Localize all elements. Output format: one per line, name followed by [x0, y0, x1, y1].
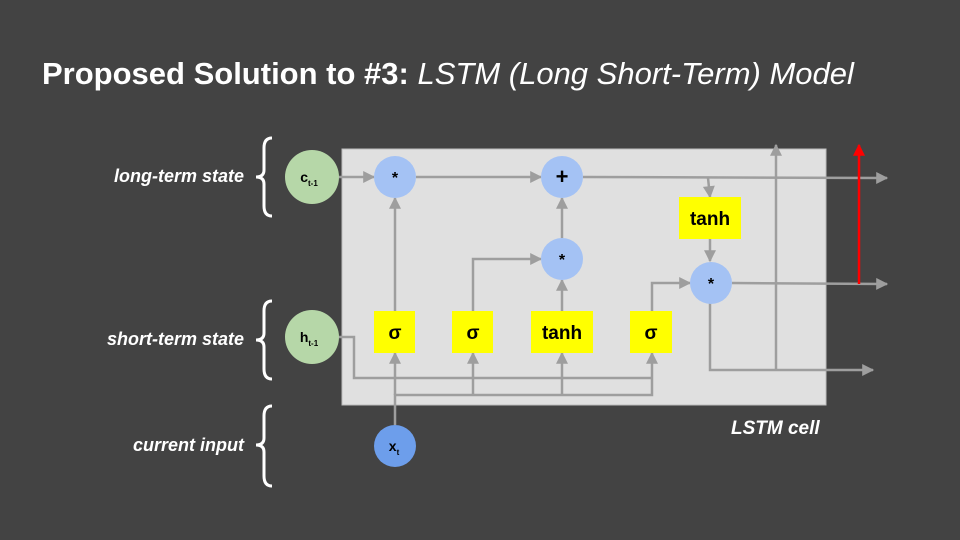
braces: [255, 136, 273, 488]
svg-text:σ: σ: [645, 323, 658, 344]
lstm-cell-label: LSTM cell: [731, 418, 820, 439]
add-node: +: [541, 156, 583, 198]
title-bold: Proposed Solution to #3:: [42, 56, 409, 91]
lstm-cell-box: [341, 148, 827, 406]
output-gate: σ: [630, 311, 672, 353]
svg-text:ct-1: ct-1: [300, 169, 318, 188]
long-term-state-label: long-term state: [113, 166, 244, 186]
current-input-label: current input: [133, 435, 244, 455]
forget-multiply-node: *: [374, 156, 416, 198]
brace-long-term: [255, 136, 273, 218]
svg-text:σ: σ: [467, 323, 480, 344]
svg-text:tanh: tanh: [542, 323, 582, 344]
cell-tanh: tanh: [679, 197, 741, 239]
connections: [339, 143, 889, 425]
svg-text:+: +: [556, 164, 569, 189]
svg-text:*: *: [708, 276, 715, 293]
svg-text:*: *: [392, 170, 399, 187]
candidate-tanh: tanh: [531, 311, 593, 353]
svg-text:tanh: tanh: [690, 209, 730, 230]
h-prev-node: ht-1: [285, 310, 339, 364]
x-input-node: xt: [374, 425, 416, 467]
input-gate: σ: [452, 311, 493, 353]
c-prev-node: ct-1: [285, 150, 339, 204]
svg-text:ht-1: ht-1: [300, 329, 319, 348]
input-multiply-node: *: [541, 238, 583, 280]
svg-text:σ: σ: [389, 323, 402, 344]
brace-short-term: [255, 299, 273, 381]
slide-title: Proposed Solution to #3: LSTM (Long Shor…: [42, 56, 854, 92]
output-multiply-node: *: [690, 262, 732, 304]
brace-current-input: [255, 404, 273, 488]
title-italic: LSTM (Long Short-Term) Model: [417, 56, 854, 91]
svg-text:xt: xt: [389, 438, 400, 457]
forget-gate: σ: [374, 311, 415, 353]
short-term-state-label: short-term state: [106, 329, 244, 349]
svg-text:*: *: [559, 252, 566, 269]
